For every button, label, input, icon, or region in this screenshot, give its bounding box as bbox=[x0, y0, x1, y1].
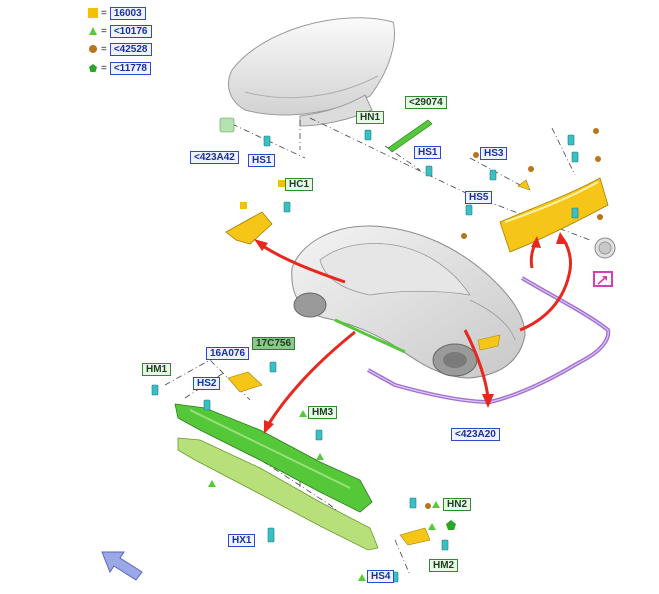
legend-row-square: = 16003 bbox=[88, 6, 146, 20]
callout-hx1[interactable]: HX1 bbox=[228, 534, 256, 547]
bracket-lower-right bbox=[399, 527, 431, 546]
rear-applique-panel bbox=[499, 177, 609, 253]
legend-row-triangle: = <10176 bbox=[88, 24, 152, 38]
callout-hs1-left[interactable]: HS1 bbox=[248, 154, 276, 167]
pentagon-markers bbox=[446, 520, 456, 530]
vehicle-body bbox=[291, 225, 526, 379]
callout-17c756[interactable]: 17C756 bbox=[252, 337, 296, 350]
direction-arrow-icon bbox=[101, 551, 143, 581]
callout-29074[interactable]: <29074 bbox=[405, 96, 447, 109]
external-link-icon bbox=[597, 276, 607, 285]
callout-hm1[interactable]: HM1 bbox=[142, 363, 172, 376]
callout-423a20[interactable]: <423A20 bbox=[451, 428, 500, 441]
trunk-lid bbox=[228, 17, 395, 127]
rocker-molding-upper bbox=[174, 403, 373, 513]
red-direction-arrows bbox=[259, 237, 572, 426]
legend-code-pentagon[interactable]: <11778 bbox=[109, 61, 151, 75]
callout-423a42[interactable]: <423A42 bbox=[190, 151, 239, 164]
clip-29074 bbox=[387, 119, 433, 153]
green-triangle-icon bbox=[89, 27, 97, 35]
legend-code-triangle[interactable]: <10176 bbox=[109, 24, 152, 38]
red-arrow-heads bbox=[254, 232, 568, 434]
legend-row-circle: = <42528 bbox=[88, 42, 152, 56]
bracket-hs3 bbox=[517, 179, 531, 191]
callout-hn2[interactable]: HN2 bbox=[443, 498, 472, 511]
square-markers bbox=[240, 180, 285, 209]
callout-hs4[interactable]: HS4 bbox=[367, 570, 395, 583]
callout-hc1[interactable]: HC1 bbox=[285, 178, 314, 191]
legend-row-pentagon: = <11778 bbox=[88, 61, 151, 75]
rocker-molding-lower bbox=[177, 437, 379, 551]
legend-code-circle[interactable]: <42528 bbox=[109, 42, 152, 56]
callout-hs3[interactable]: HS3 bbox=[480, 147, 508, 160]
rear-corner-panel bbox=[225, 211, 273, 245]
external-link-button[interactable] bbox=[593, 271, 613, 287]
roof-trim-molding bbox=[367, 276, 611, 405]
callout-hs5[interactable]: HS5 bbox=[465, 191, 493, 204]
green-pentagon-icon bbox=[89, 64, 97, 72]
rear-emblem bbox=[594, 237, 616, 259]
callout-hs2[interactable]: HS2 bbox=[193, 377, 221, 390]
callout-hm2[interactable]: HM2 bbox=[429, 559, 459, 572]
triangle-markers bbox=[208, 410, 440, 581]
callout-hs1-right[interactable]: HS1 bbox=[414, 146, 442, 159]
callout-hm3[interactable]: HM3 bbox=[308, 406, 338, 419]
circle-markers bbox=[425, 128, 603, 509]
brown-circle-icon bbox=[89, 45, 97, 53]
bracket-16a076 bbox=[227, 371, 263, 393]
callout-16a076[interactable]: 16A076 bbox=[206, 347, 250, 360]
callout-hn1[interactable]: HN1 bbox=[356, 111, 385, 124]
yellow-square-icon bbox=[88, 8, 98, 18]
legend-code-square[interactable]: 16003 bbox=[109, 6, 146, 20]
